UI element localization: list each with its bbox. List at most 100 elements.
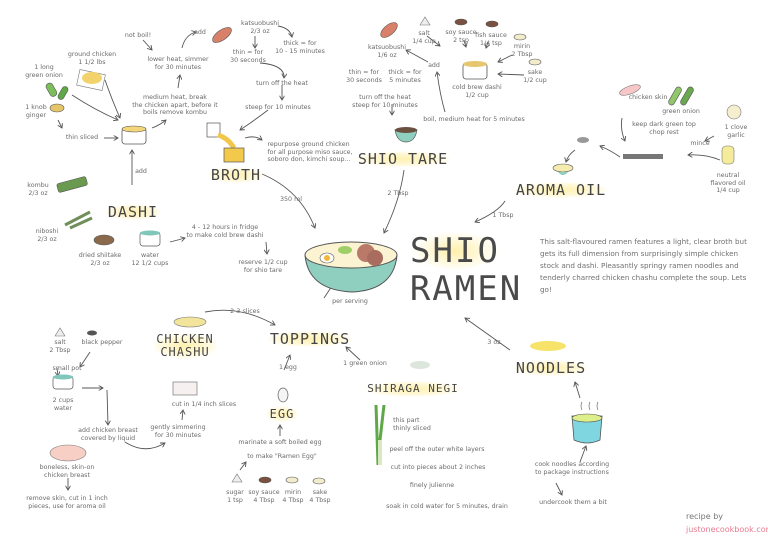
arrow xyxy=(142,39,152,50)
water-pot-icon xyxy=(139,230,161,247)
arrow xyxy=(465,318,511,351)
note-thin-sliced: thin sliced xyxy=(65,134,99,141)
note-reserve: reserve 1/2 cup for shio tare xyxy=(238,259,288,274)
title-line-2: RAMEN xyxy=(409,269,523,309)
aroma-oil-icons xyxy=(552,84,742,175)
shio-tare-bowl-icon xyxy=(394,127,418,143)
arrow xyxy=(259,62,284,78)
ingredient-water: water 12 1/2 cups xyxy=(131,252,169,267)
arrow xyxy=(124,441,165,450)
arrow xyxy=(261,173,315,228)
arrows xyxy=(57,25,721,495)
ingredient-mirin: mirin 4 Tbsp xyxy=(282,489,304,504)
ingredient-cold-brew-dashi: cold brew dashi 1/2 cup xyxy=(452,84,502,99)
amount-slices: 2-3 slices xyxy=(230,308,260,315)
ingredient-garlic: 1 clove garlic xyxy=(724,124,748,139)
arrow xyxy=(406,50,429,63)
ramen-bowl-icon xyxy=(304,241,398,293)
step-fridge: 4 - 12 hours in fridge to make cold brew… xyxy=(186,224,264,239)
step-marinate: marinate a soft boiled egg xyxy=(238,439,322,446)
ingredient-salt: salt 1/4 cup xyxy=(412,30,436,45)
arrow xyxy=(239,462,246,471)
step-soak: soak in cold water for 5 minutes, drain xyxy=(386,503,508,510)
note-not-boil: not boil! xyxy=(124,32,152,39)
note-thick: thick = for 10 - 15 minutes xyxy=(275,40,325,55)
amount-broth: 350 ml xyxy=(280,196,302,203)
green-onion-icon xyxy=(45,82,69,100)
note-keep-top: keep dark green top chop rest xyxy=(632,121,696,136)
ingredient-katsuobushi: katsuobushi 2/3 oz xyxy=(241,20,279,35)
arrow xyxy=(178,75,180,89)
amount-egg: 1 egg xyxy=(279,364,297,371)
ginger-icon xyxy=(49,103,65,113)
arrow xyxy=(486,41,488,48)
arrow xyxy=(57,367,58,376)
shiitake-icon xyxy=(93,234,115,246)
arrow xyxy=(705,135,715,141)
arrow xyxy=(80,351,91,367)
ingredient-mirin: mirin 2 Tbsp xyxy=(511,43,533,58)
pot-icon xyxy=(121,125,147,145)
strainer-icon xyxy=(206,122,245,163)
arrow xyxy=(437,72,446,113)
step-julienne: finely julienne xyxy=(409,482,455,489)
ingredient-shiitake: dried shiitake 2/3 oz xyxy=(78,252,122,267)
step-medium-heat: medium heat, break the chicken apart, be… xyxy=(132,94,218,116)
label-add: add xyxy=(194,29,206,36)
note-undercook: undercook them a bit xyxy=(539,499,607,506)
ingredient-niboshi: niboshi 2/3 oz xyxy=(35,228,59,243)
ingredient-fish-sauce: fish sauce 1/4 tsp xyxy=(475,32,507,47)
arrow xyxy=(575,382,581,399)
credit-link[interactable]: justonecookbook.com xyxy=(686,525,768,534)
step-cut: cut into pieces about 2 inches xyxy=(390,464,486,471)
arrow xyxy=(58,119,62,128)
heading-shiraga-negi: SHIRAGA NEGI xyxy=(363,381,463,397)
arrow xyxy=(151,120,166,129)
ingredient-ground-chicken: ground chicken 1 1/2 lbs xyxy=(67,51,117,66)
ingredient-chicken-breast: boneless, skin-on chicken breast xyxy=(39,464,95,479)
arrow xyxy=(498,74,525,75)
title-line-1: SHIO xyxy=(410,231,500,271)
seasoning-dishes-icon xyxy=(419,16,542,66)
ingredient-kombu: kombu 2/3 oz xyxy=(27,182,49,197)
arrow xyxy=(426,35,440,46)
kombu-icon xyxy=(56,176,88,193)
chashu-icons xyxy=(49,316,207,462)
ingredient-sake: sake 4 Tbsp xyxy=(309,489,331,504)
ingredient-sugar: sugar 1 tsp xyxy=(226,489,244,504)
label-add: add xyxy=(428,62,440,69)
ground-chicken-icon xyxy=(76,69,106,91)
step-steep: steep for 10 minutes xyxy=(245,104,311,111)
arrow xyxy=(169,238,185,243)
step-add-breast: add chicken breast covered by liquid xyxy=(78,427,138,442)
tare-pot-icon xyxy=(462,61,488,80)
arrow xyxy=(475,200,506,222)
credit-label: recipe by xyxy=(686,512,724,521)
arrow xyxy=(244,137,262,140)
amount-aroma-oil: 1 Tbsp xyxy=(492,212,514,219)
note-ramen-egg: to make "Ramen Egg" xyxy=(247,453,317,460)
heading-egg: EGG xyxy=(265,406,299,422)
amount-noodles: 3 oz xyxy=(487,339,501,346)
arrow xyxy=(283,355,290,371)
ingredient-soy-sauce: soy sauce 4 Tbsp xyxy=(248,489,280,504)
ingredient-ginger: 1 knob ginger xyxy=(25,104,47,119)
arrow xyxy=(71,94,118,120)
step-cook-noodles: cook noodles according to package instru… xyxy=(534,461,610,476)
note-remove-skin: remove skin, cut in 1 inch pieces, use f… xyxy=(26,495,108,510)
heading-chicken-chashu: CHICKEN CHASHU xyxy=(152,333,218,359)
niboshi-icon xyxy=(64,210,93,230)
katsuobushi-icon xyxy=(212,27,232,43)
arrow xyxy=(498,54,513,62)
arrow xyxy=(107,389,108,425)
arrow xyxy=(277,25,292,37)
heading-broth: BROTH xyxy=(206,167,266,183)
arrow xyxy=(266,241,267,254)
note-this-part: this part thinly sliced xyxy=(393,417,431,432)
arrow xyxy=(182,410,183,421)
step-cut: cut in 1/4 inch slices xyxy=(171,401,237,408)
arrow xyxy=(555,482,562,495)
arrow xyxy=(600,146,621,158)
